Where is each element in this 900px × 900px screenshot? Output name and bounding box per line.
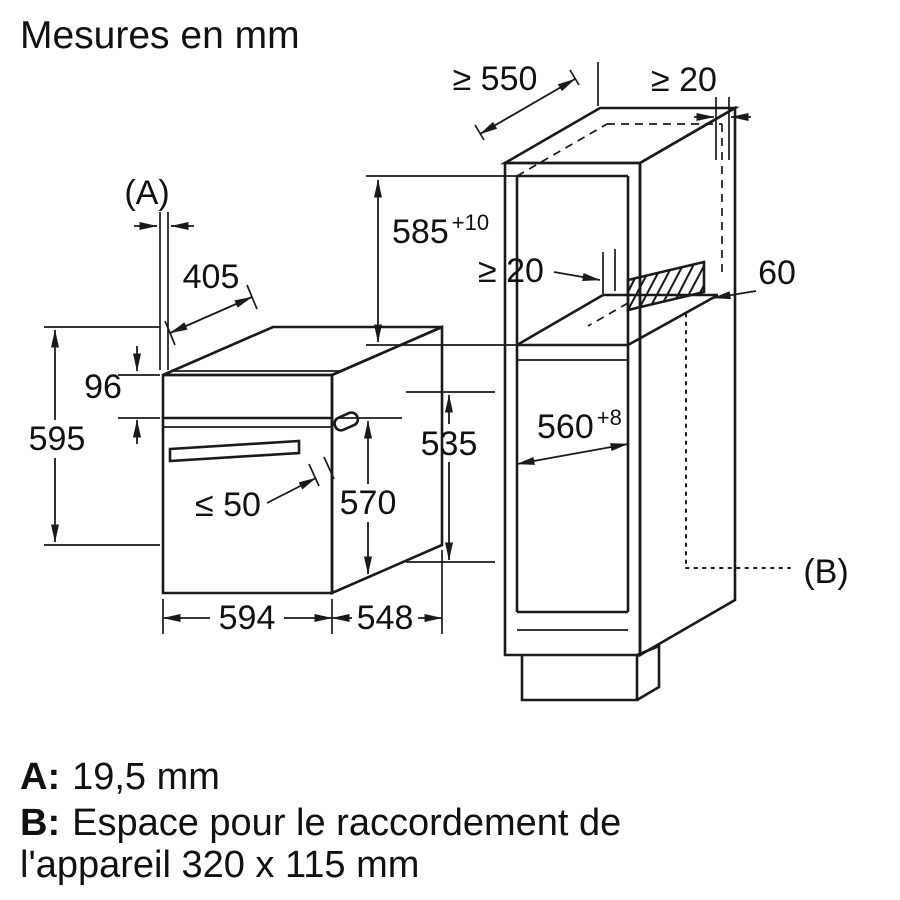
cabinet-drawing: ≥ 550 ≥ 20 585+10 ≥ 20 60 bbox=[366, 60, 849, 702]
cabinet-outline bbox=[500, 105, 740, 702]
dim-585-assembly: 585+10 bbox=[366, 175, 519, 346]
dim-595: 595 bbox=[29, 420, 86, 458]
dim-560-sup: +8 bbox=[597, 405, 622, 430]
dim-405: 405 bbox=[183, 258, 240, 296]
dim-585-sup: +10 bbox=[452, 210, 489, 235]
dim-min-550: ≥ 550 bbox=[453, 60, 538, 98]
legend-b-line2: l'appareil 320 x 115 mm bbox=[20, 844, 419, 886]
dim-min20-back-assembly: ≥ 20 bbox=[478, 249, 616, 294]
dim-405-assembly: 405 bbox=[164, 258, 258, 346]
legend-a: A: 19,5 mm bbox=[20, 756, 220, 798]
cabinet-shelf bbox=[516, 293, 719, 361]
dim-min550-assembly: ≥ 550 bbox=[453, 60, 599, 141]
dim-a-assembly: (A) bbox=[124, 174, 194, 370]
dim-535: 535 bbox=[421, 425, 478, 463]
dim-label-a: (A) bbox=[124, 174, 169, 212]
legend: A: 19,5 mm B: Espace pour le raccordement … bbox=[20, 756, 621, 886]
hidden-edges bbox=[516, 123, 723, 327]
dim-570: 570 bbox=[340, 484, 397, 522]
dim-96-assembly: 96 bbox=[84, 346, 160, 444]
dim-96: 96 bbox=[84, 368, 122, 406]
dim-min-20-top: ≥ 20 bbox=[651, 61, 717, 99]
legend-b-text1: Espace pour le raccordement de bbox=[72, 802, 621, 844]
dim-560: 560 bbox=[537, 408, 594, 446]
dim-min-20-back: ≥ 20 bbox=[478, 252, 544, 290]
oven-drawing: (A) 405 96 595 bbox=[29, 174, 495, 637]
legend-a-key: A: bbox=[20, 756, 60, 798]
dim-535-assembly: 535 bbox=[406, 391, 495, 563]
dim-60: 60 bbox=[758, 254, 796, 292]
dim-585: 585 bbox=[392, 213, 449, 251]
legend-a-value: 19,5 mm bbox=[72, 756, 220, 798]
dim-560-tolerance: 560+8 bbox=[537, 405, 622, 446]
dim-label-b: (B) bbox=[803, 553, 848, 591]
dim-570-assembly: 570 bbox=[338, 417, 402, 575]
dim-max50-assembly: ≤ 50 bbox=[195, 456, 335, 524]
b-leader-assembly: (B) bbox=[685, 313, 849, 591]
legend-b-key: B: bbox=[20, 802, 60, 844]
dim-60-assembly: 60 bbox=[712, 254, 796, 300]
dim-585-tolerance: 585+10 bbox=[392, 210, 489, 251]
dim-594: 594 bbox=[219, 599, 276, 637]
dim-560-assembly: 560+8 bbox=[516, 405, 629, 465]
legend-b-line1: B: Espace pour le raccordement de bbox=[20, 802, 621, 844]
dim-548: 548 bbox=[357, 599, 414, 637]
oven-door-handle bbox=[168, 439, 301, 463]
oven-outline bbox=[161, 325, 444, 595]
connection-cutout-hatch bbox=[626, 260, 706, 312]
dim-min20-top-assembly: ≥ 20 bbox=[651, 61, 751, 160]
oven-side-grip bbox=[333, 411, 360, 432]
dim-594-548-assembly: 594 548 bbox=[162, 550, 443, 637]
dim-595-assembly: 595 bbox=[29, 326, 160, 546]
diagram-title: Mesures en mm bbox=[20, 14, 300, 57]
dim-max-50: ≤ 50 bbox=[195, 486, 261, 524]
